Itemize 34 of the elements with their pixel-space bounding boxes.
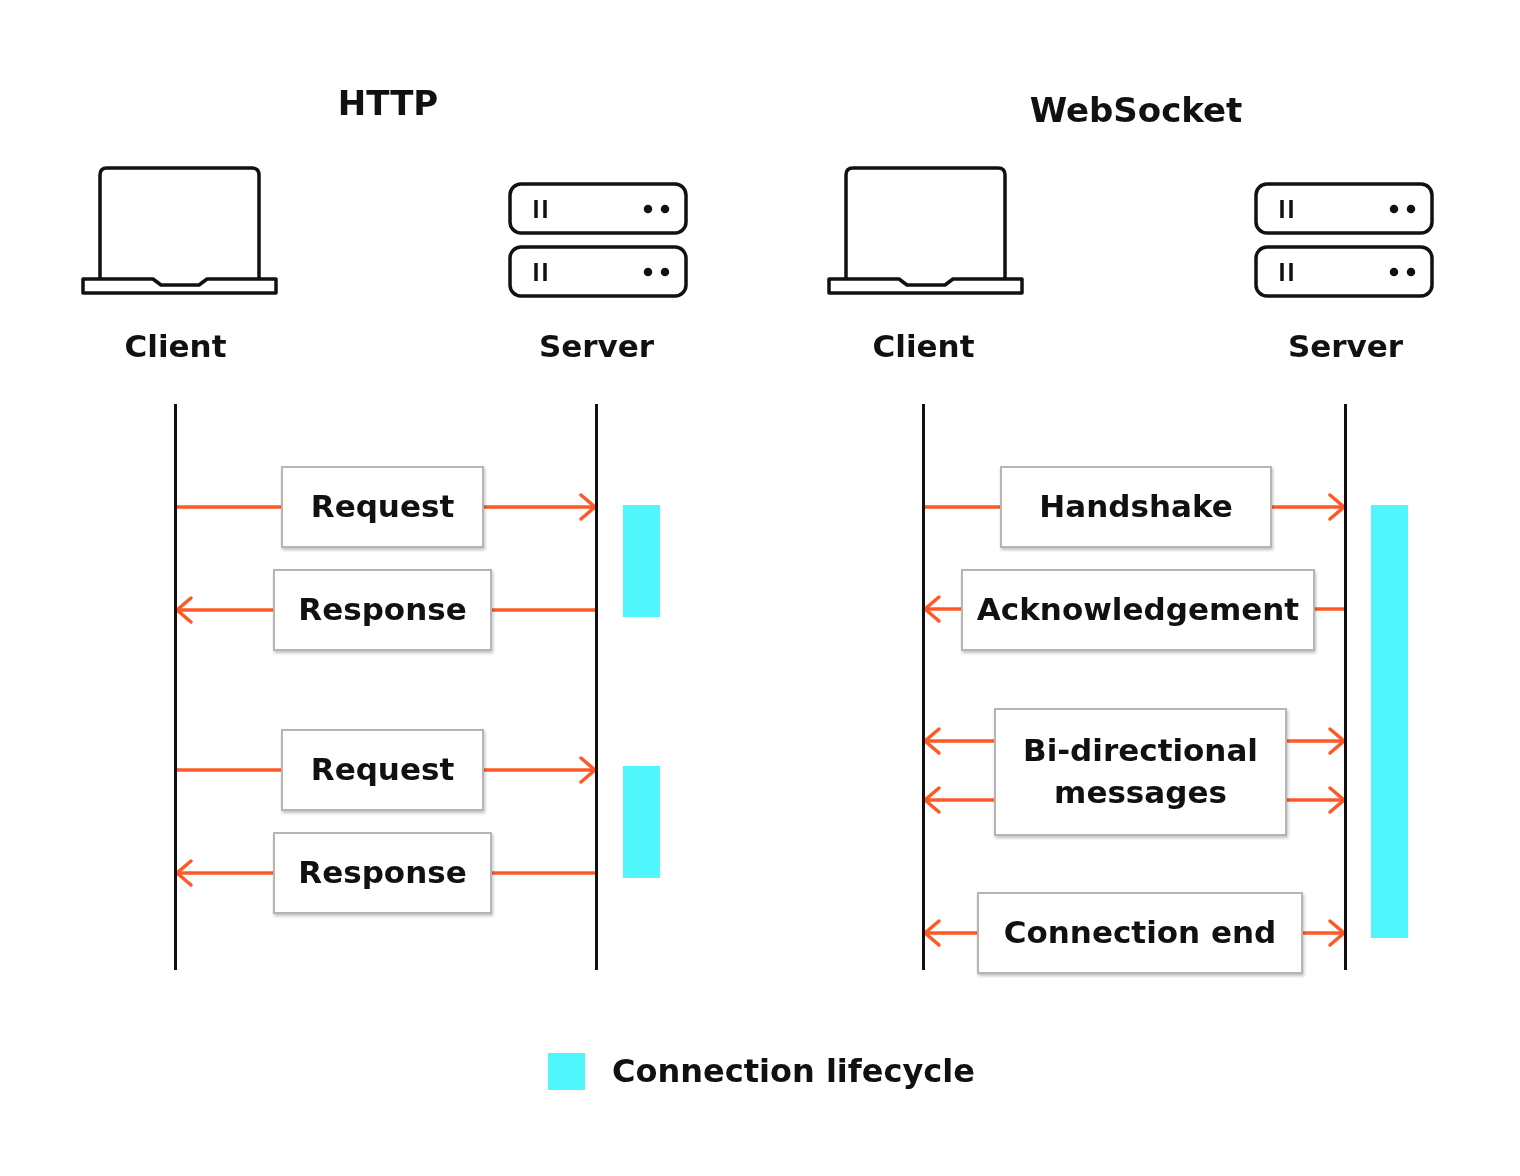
message-box: Bi-directional messages — [994, 708, 1287, 836]
lifeline — [595, 404, 598, 970]
arrow — [923, 919, 977, 947]
lifeline — [174, 404, 177, 970]
arrow — [923, 595, 961, 623]
section-title: HTTP — [337, 83, 439, 123]
arrow — [923, 786, 994, 814]
arrow — [1303, 919, 1346, 947]
arrow — [923, 727, 994, 755]
message-box: Handshake — [1000, 466, 1272, 548]
lifeline — [922, 404, 925, 970]
message-box: Request — [281, 729, 484, 811]
arrow — [1287, 786, 1346, 814]
message-box: Request — [281, 466, 484, 548]
lifeline — [1344, 404, 1347, 970]
legend-text: Connection lifecycle — [612, 1052, 975, 1090]
lifecycle-bar — [623, 505, 660, 617]
arrow — [484, 493, 597, 521]
device-label: Client — [872, 328, 975, 364]
device-label: Server — [1287, 328, 1404, 364]
message-box: Connection end — [977, 892, 1303, 974]
section-title: WebSocket — [1029, 90, 1243, 130]
message-box: Acknowledgement — [961, 569, 1315, 651]
device-label: Client — [124, 328, 227, 364]
arrow — [1272, 493, 1346, 521]
arrow — [175, 859, 273, 887]
lifecycle-bar — [1371, 505, 1408, 938]
message-box: Response — [273, 832, 492, 914]
lifecycle-bar — [623, 766, 660, 878]
arrow — [484, 756, 597, 784]
arrow — [1287, 727, 1346, 755]
device-label: Server — [538, 328, 655, 364]
arrow — [175, 596, 273, 624]
message-box: Response — [273, 569, 492, 651]
